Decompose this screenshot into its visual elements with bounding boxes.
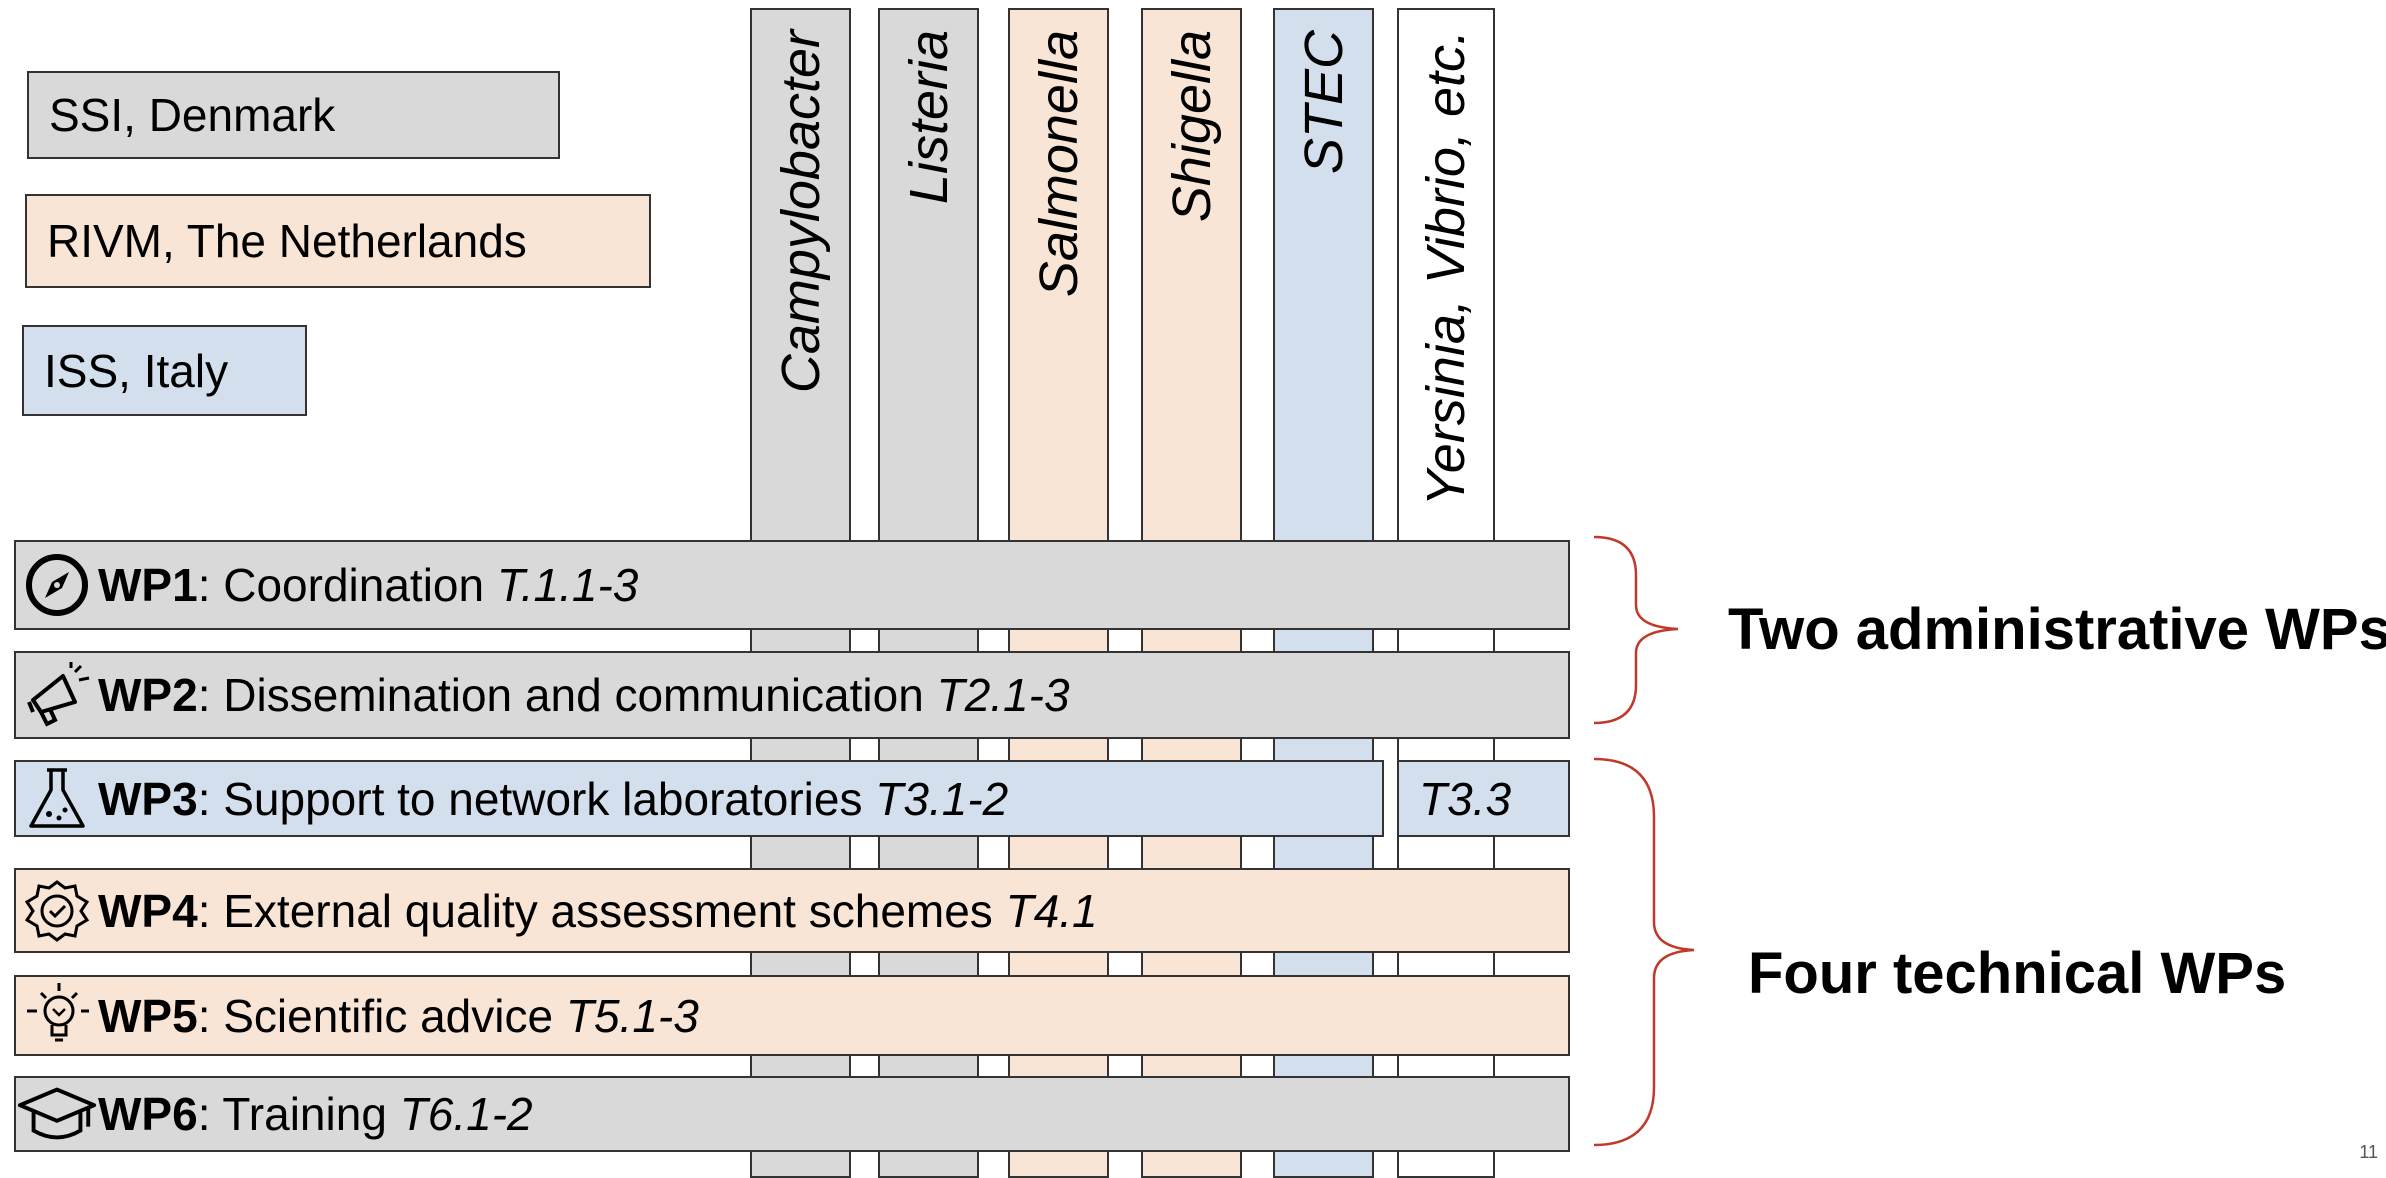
wp4-id: WP4 xyxy=(98,884,198,937)
graduation-cap-icon xyxy=(16,1081,98,1147)
wp2-id: WP2 xyxy=(98,669,198,721)
column-shigella-label: Shigella xyxy=(1161,30,1222,223)
wp3-title: : Support to network laboratories xyxy=(197,772,876,825)
wp2-tasks: T2.1-3 xyxy=(936,669,1070,721)
wp2-bar: WP2: Dissemination and communication T2.… xyxy=(14,651,1570,739)
compass-icon xyxy=(16,552,98,618)
legend-iss: ISS, Italy xyxy=(22,325,307,416)
wp3-extra-task: T3.3 xyxy=(1419,772,1512,825)
administrative-brace xyxy=(1593,535,1679,725)
wp4-tasks: T4.1 xyxy=(1005,884,1098,937)
column-stec-label: STEC xyxy=(1293,30,1354,175)
flask-icon xyxy=(16,766,98,832)
wp3-extra-task-box: T3.3 xyxy=(1397,760,1570,837)
wp6-title: : Training xyxy=(197,1088,400,1140)
wp6-id: WP6 xyxy=(98,1088,198,1140)
column-listeria-label: Listeria xyxy=(898,30,959,205)
technical-brace xyxy=(1593,757,1695,1147)
wp4-bar: WP4: External quality assessment schemes… xyxy=(14,868,1570,953)
wp1-id: WP1 xyxy=(98,559,198,611)
page-number: 11 xyxy=(2359,1142,2378,1162)
wp1-tasks: T.1.1-3 xyxy=(496,559,639,611)
wp4-title: : External quality assessment schemes xyxy=(197,884,1006,937)
column-salmonella-label: Salmonella xyxy=(1028,30,1089,298)
column-yersinia-vibrio-label: Yersinia, Vibrio, etc. xyxy=(1416,30,1476,507)
lightbulb-icon xyxy=(16,982,98,1049)
wp1-title: : Coordination xyxy=(197,559,497,611)
wp1-bar: WP1: Coordination T.1.1-3 xyxy=(14,540,1570,630)
wp5-tasks: T5.1-3 xyxy=(565,989,699,1042)
wp2-title: : Dissemination and communication xyxy=(197,669,937,721)
technical-group-label: Four technical WPs xyxy=(1748,941,2287,1006)
badge-check-icon xyxy=(16,878,98,944)
legend-rivm-label: RIVM, The Netherlands xyxy=(47,215,527,267)
wp3-tasks: T3.1-2 xyxy=(875,772,1009,825)
wp3-bar: WP3: Support to network laboratories T3.… xyxy=(14,760,1384,837)
legend-iss-label: ISS, Italy xyxy=(44,344,229,397)
administrative-group-label: Two administrative WPs xyxy=(1728,597,2386,662)
wp5-bar: WP5: Scientific advice T5.1-3 xyxy=(14,975,1570,1056)
wp6-bar: WP6: Training T6.1-2 xyxy=(14,1076,1570,1152)
column-campylobacter-label: Campylobacter xyxy=(770,30,831,394)
wp3-id: WP3 xyxy=(98,772,198,825)
legend-ssi-label: SSI, Denmark xyxy=(49,89,336,141)
megaphone-icon xyxy=(16,662,98,728)
wp5-title: : Scientific advice xyxy=(197,989,566,1042)
wp6-tasks: T6.1-2 xyxy=(399,1088,533,1140)
legend-ssi: SSI, Denmark xyxy=(27,71,560,159)
legend-rivm: RIVM, The Netherlands xyxy=(25,194,651,288)
wp5-id: WP5 xyxy=(98,989,198,1042)
